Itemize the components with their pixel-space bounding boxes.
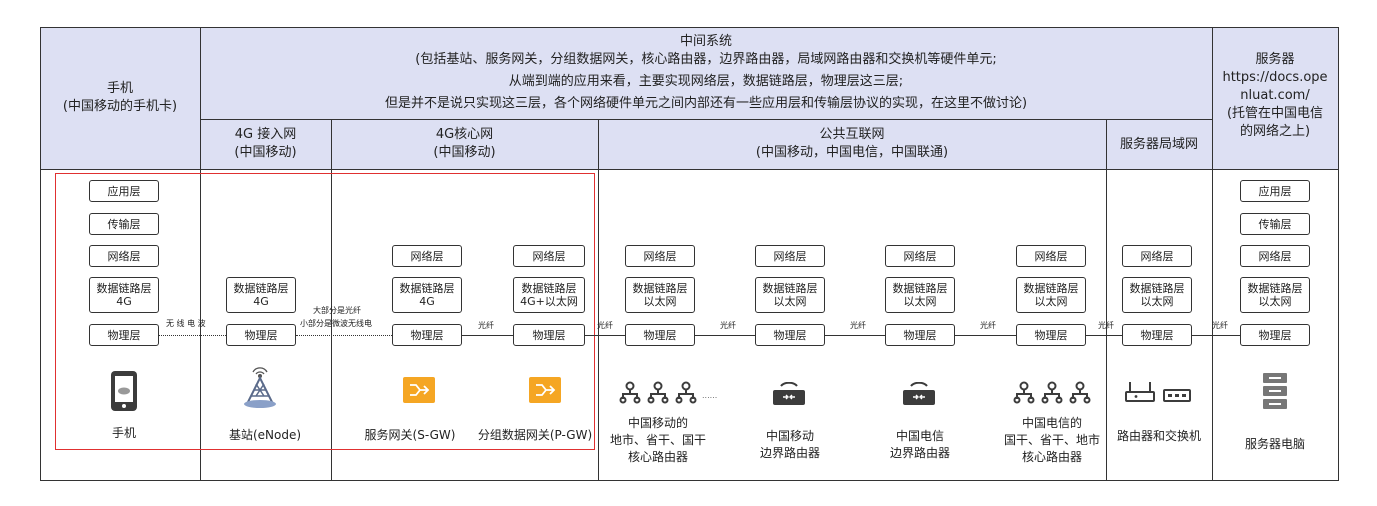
ctcore-link-layer: 数据链路层 以太网: [1016, 277, 1086, 313]
ctborder-physical-layer: 物理层: [885, 324, 955, 346]
label-wireless: 无 线 电 波: [166, 319, 206, 328]
phone-transport-layer: 传输层: [89, 213, 159, 235]
cm-border-router-icon: [773, 382, 805, 405]
lan-physical-layer: 物理层: [1122, 324, 1192, 346]
device-cm-border-label: 中国移动 边界路由器: [759, 429, 820, 460]
device-server-pc-label: 服务器电脑: [1244, 437, 1305, 451]
label-fiber-2: 光纤: [597, 321, 613, 330]
ctcore-network-layer: 网络层: [1016, 245, 1086, 267]
ctborder-network-layer: 网络层: [885, 245, 955, 267]
phone-link-layer: 数据链路层 4G: [89, 277, 159, 313]
device-phone-label: 手机: [111, 426, 136, 440]
device-router-switch-label: 路由器和交换机: [1116, 429, 1201, 443]
bs-link-layer: 数据链路层 4G: [226, 277, 296, 313]
sgw-link-layer: 数据链路层 4G: [392, 277, 462, 313]
highlight-frame: [55, 173, 595, 450]
ctcore-physical-layer: 物理层: [1016, 324, 1086, 346]
link-cmcore-cmborder: [695, 335, 755, 336]
pgw-network-layer: 网络层: [513, 245, 585, 267]
cmcore-link-layer: 数据链路层 以太网: [625, 277, 695, 313]
link-pgw-cmcore: [585, 335, 625, 336]
phone-app-layer: 应用层: [89, 180, 159, 202]
header-server-lan: 服务器局域网: [1119, 137, 1198, 152]
ct-border-router-icon: [903, 382, 935, 405]
cmcore-network-layer: 网络层: [625, 245, 695, 267]
grid-v4: [1106, 119, 1107, 481]
device-cm-core-label: 中国移动的 地市、省干、国干 核心路由器: [609, 416, 706, 464]
pgw-link-layer: 数据链路层 4G+以太网: [513, 277, 585, 313]
server-icon: [1263, 373, 1287, 409]
label-fiber-5: 光纤: [980, 321, 996, 330]
cmcore-physical-layer: 物理层: [625, 324, 695, 346]
grid-v5: [1212, 27, 1213, 481]
link-lan-server: [1192, 335, 1240, 336]
label-fiber-4: 光纤: [850, 321, 866, 330]
grid-v6: [1338, 27, 1339, 481]
ctborder-link-layer: 数据链路层 以太网: [885, 277, 955, 313]
pgw-physical-layer: 物理层: [513, 324, 585, 346]
header-server: 服务器 https://docs.ope nluat.com/ (托管在中国电信…: [1222, 52, 1328, 139]
device-sgw-label: 服务网关(S-GW): [364, 428, 456, 442]
header-phone: 手机 (中国移动的手机卡): [62, 81, 178, 114]
phone-network-layer: 网络层: [89, 245, 159, 267]
bs-physical-layer: 物理层: [226, 324, 296, 346]
phone-physical-layer: 物理层: [89, 324, 159, 346]
header-server-bg: [1212, 119, 1338, 169]
header-4g-access: 4G 接入网 (中国移动): [234, 127, 297, 160]
cmborder-network-layer: 网络层: [755, 245, 825, 267]
link-ctcore-lan: [1086, 335, 1122, 336]
svg-text:......: ......: [702, 391, 717, 400]
cmborder-physical-layer: 物理层: [755, 324, 825, 346]
header-band-sub: [200, 119, 1212, 169]
grid-v0: [40, 27, 41, 481]
label-fiber-1: 光纤: [478, 321, 494, 330]
header-middle-title: 中间系统: [679, 34, 732, 49]
label-fiber-6: 光纤: [1098, 321, 1114, 330]
device-ct-border-label: 中国电信 边界路由器: [889, 429, 950, 460]
device-pgw-label: 分组数据网关(P-GW): [477, 428, 593, 442]
server-network-layer: 网络层: [1240, 245, 1310, 267]
link-sgw-pgw: [462, 335, 513, 336]
header-middle-line3: 但是并不是说只实现这三层，各个网络硬件单元之间内部还有一些应用层和传输层协议的实…: [384, 96, 1028, 111]
server-link-layer: 数据链路层 以太网: [1240, 277, 1310, 313]
header-phone-bg: [40, 119, 200, 169]
link-bs-sgw: [296, 335, 392, 336]
device-base-station-label: 基站(eNode): [228, 428, 302, 442]
phone-icon: [111, 371, 137, 411]
sgw-icon: [403, 377, 435, 403]
server-physical-layer: 物理层: [1240, 324, 1310, 346]
grid-v1: [200, 27, 201, 481]
header-middle-line2: 从端到端的应用来看，主要实现网络层，数据链路层，物理层这三层;: [508, 74, 904, 89]
sgw-physical-layer: 物理层: [392, 324, 462, 346]
server-app-layer: 应用层: [1240, 180, 1310, 202]
router-switch-icon: [1125, 382, 1191, 402]
grid-top: [40, 27, 1338, 28]
grid-bottom: [40, 480, 1338, 481]
header-middle-line1: (包括基站、服务网关，分组数据网关，核心路由器，边界路由器，局域网路由器和交换机…: [415, 52, 997, 67]
label-fiber-7: 光纤: [1212, 321, 1228, 330]
header-band-top: [40, 27, 1338, 119]
device-ct-core-label: 中国电信的 国干、省干、地市 核心路由器: [1003, 416, 1100, 464]
label-fiber-3: 光纤: [720, 321, 736, 330]
ct-core-routers-icon: [1013, 381, 1091, 404]
header-4g-core: 4G核心网 (中国移动): [433, 127, 496, 160]
grid-mid: [200, 119, 1212, 120]
grid-v2: [331, 119, 332, 481]
lan-network-layer: 网络层: [1122, 245, 1192, 267]
link-cmborder-ctborder: [825, 335, 885, 336]
label-fiber-mix2: 小部分是微波无线电: [300, 319, 372, 328]
header-internet: 公共互联网 (中国移动，中国电信，中国联通): [755, 127, 949, 160]
server-transport-layer: 传输层: [1240, 213, 1310, 235]
lan-link-layer: 数据链路层 以太网: [1122, 277, 1192, 313]
grid-header-bottom: [40, 169, 1338, 170]
cmborder-link-layer: 数据链路层 以太网: [755, 277, 825, 313]
grid-v3: [598, 119, 599, 481]
base-station-icon: [244, 367, 276, 408]
link-ctborder-ctcore: [955, 335, 1016, 336]
sgw-network-layer: 网络层: [392, 245, 462, 267]
pgw-icon: [529, 377, 561, 403]
cm-core-routers-icon: ......: [619, 381, 717, 404]
label-fiber-mix1: 大部分是光纤: [313, 306, 361, 315]
link-phone-bs: [159, 335, 226, 336]
